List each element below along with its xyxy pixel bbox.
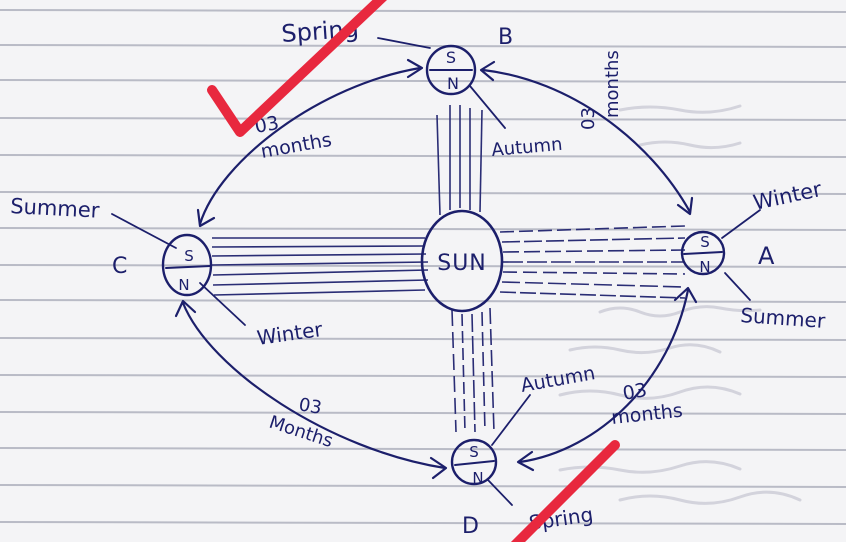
planet-b-letter: B	[498, 25, 513, 50]
planet-d: S N D	[450, 438, 498, 539]
duration-cd-unit: Months	[266, 412, 335, 452]
planet-d-letter: D	[462, 514, 479, 539]
planet-b-bottom-pole: N	[447, 74, 459, 93]
duration-ad-num: 03	[621, 379, 649, 405]
planet-a-letter: A	[758, 242, 775, 270]
grading-check-marks	[207, 0, 620, 542]
planet-c-top-pole: S	[184, 247, 194, 265]
orbit-arrows	[174, 58, 698, 480]
season-c-top: Summer	[10, 194, 101, 223]
planet-c-letter: C	[112, 254, 127, 279]
planet-c: S N C	[112, 233, 213, 297]
check-mark-top	[207, 0, 387, 137]
planet-a-top-pole: S	[700, 233, 710, 251]
arrow-c-to-d	[181, 301, 447, 470]
check-mark-bottom	[510, 440, 620, 542]
sun-rays-left	[211, 237, 429, 296]
sun-rays-up	[436, 105, 483, 216]
duration-ba-unit: months	[602, 50, 623, 118]
arrow-b-to-a	[481, 68, 692, 214]
duration-ba-num: 03	[578, 107, 599, 130]
planet-b: S N B	[425, 25, 513, 96]
planet-c-bottom-pole: N	[178, 276, 189, 294]
sun-rays-down	[451, 307, 495, 433]
planet-a-bottom-pole: N	[699, 258, 710, 276]
planet-a: S N A	[680, 230, 775, 276]
season-pointers	[111, 37, 761, 506]
planet-d-bottom-pole: N	[472, 469, 483, 487]
sun: SUN	[420, 209, 504, 313]
sun-label: SUN	[437, 251, 487, 276]
arrow-c-to-b	[198, 66, 422, 226]
duration-cd-num: 03	[297, 394, 323, 419]
sun-rays-right	[499, 225, 686, 299]
arrow-a-to-d	[518, 288, 690, 464]
duration-ad-unit: months	[610, 400, 683, 429]
season-a-bottom: Summer	[740, 303, 827, 333]
ruled-lines	[0, 9, 846, 525]
season-c-bottom: Winter	[255, 317, 324, 350]
planet-b-top-pole: S	[446, 48, 456, 67]
season-a-top: Winter	[751, 177, 824, 215]
planet-d-top-pole: S	[469, 443, 479, 461]
